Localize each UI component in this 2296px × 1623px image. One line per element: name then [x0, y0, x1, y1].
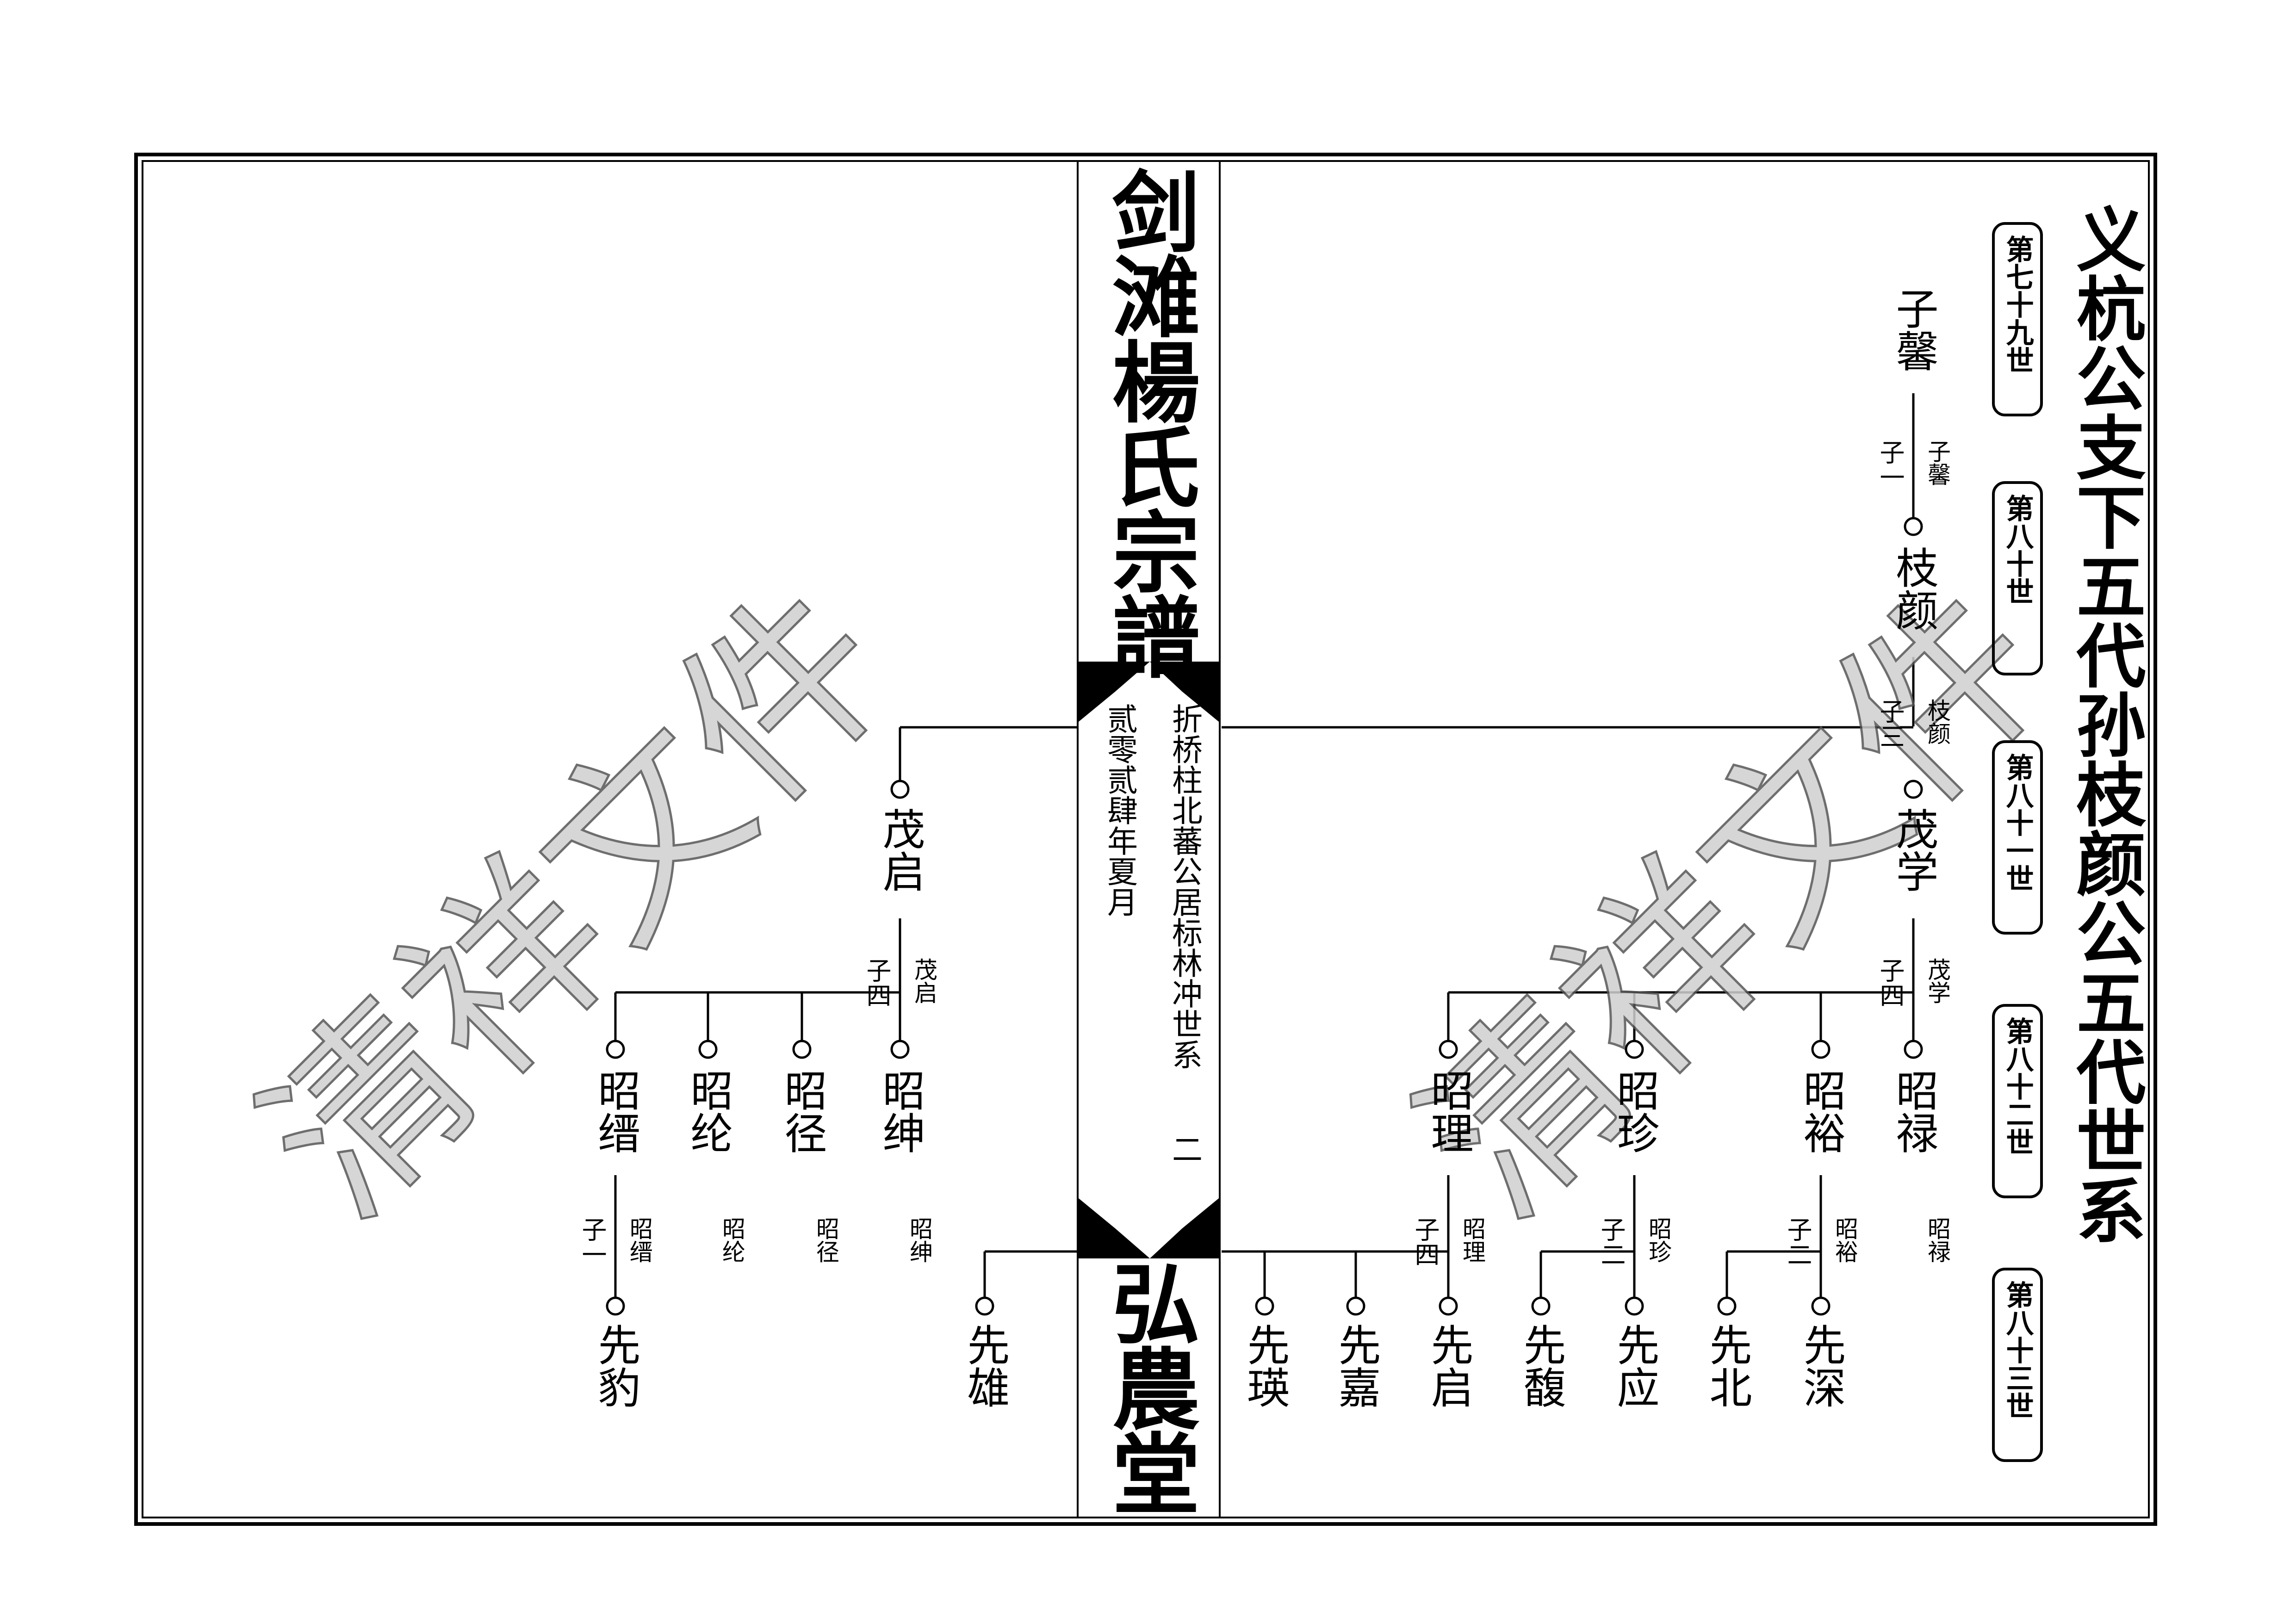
generation-badge-80: 第八十世 [1992, 481, 2043, 675]
person-zhaozhen: 昭珍 [1610, 1069, 1659, 1154]
person-xianshen: 先深 [1796, 1323, 1846, 1408]
person-zhaoli: 昭理 [1424, 1069, 1473, 1154]
hall-name: 弘農堂 [1097, 1258, 1200, 1514]
gloss-maoqi: 茂启 [911, 958, 937, 1004]
person-xianbei: 先北 [1702, 1323, 1752, 1408]
person-maoxue: 茂学 [1889, 807, 1938, 892]
generation-badge-83: 第八十三世 [1992, 1268, 2043, 1462]
page-title: 义杭公支下五代孙枝颜公五代世系 [2065, 204, 2146, 1245]
relation-zhaoyu: 子二 [1783, 1217, 1812, 1267]
person-xianying2: 先瑛 [1240, 1323, 1290, 1408]
gloss-zhaoli: 昭理 [1459, 1217, 1486, 1263]
person-xianfu: 先馥 [1516, 1323, 1566, 1408]
gloss-zhiyan: 枝颜 [1924, 699, 1951, 745]
person-zhaojin: 昭缙 [591, 1069, 640, 1154]
gloss-zhaozhen: 昭珍 [1645, 1217, 1672, 1263]
relation-zhiyan: 子三 [1875, 699, 1905, 749]
gloss-zhaoshen: 昭绅 [906, 1217, 933, 1263]
person-zixin: 子馨 [1889, 287, 1938, 372]
person-xianying: 先应 [1610, 1323, 1659, 1408]
person-xianqi: 先启 [1424, 1323, 1473, 1408]
relation-zixin: 子一 [1875, 440, 1905, 489]
book-spine [1077, 160, 1221, 1518]
branch-line: 折桥柱北蕃公居标林冲世系 [1167, 703, 1203, 1070]
generation-badge-82: 第八十二世 [1992, 1004, 2043, 1198]
spine-ornament-top [1079, 662, 1219, 722]
generation-badge-79: 第七十九世 [1992, 222, 2043, 416]
spine-ornament-bottom [1079, 1198, 1219, 1258]
person-zhaoshen: 昭绅 [875, 1069, 925, 1154]
relation-maoxue: 子四 [1875, 958, 1905, 1008]
gloss-zhaoyu: 昭裕 [1831, 1217, 1858, 1263]
outer-border [134, 153, 2157, 1526]
relation-zhaozhen: 子二 [1596, 1217, 1626, 1267]
page-number: 二 [1167, 1134, 1203, 1164]
compile-date: 贰零贰肆年夏月 [1102, 703, 1138, 917]
gloss-zhaojin: 昭缙 [626, 1217, 653, 1263]
gloss-zhaojing: 昭径 [813, 1217, 839, 1263]
person-xianxiong: 先雄 [960, 1323, 1010, 1408]
person-zhaojing: 昭径 [777, 1069, 827, 1154]
gloss-zhaolu: 昭禄 [1924, 1217, 1951, 1263]
person-zhaolun: 昭纶 [683, 1069, 733, 1154]
person-xianbao: 先豹 [591, 1323, 640, 1408]
relation-maoqi: 子四 [862, 958, 891, 1008]
person-maoqi: 茂启 [875, 807, 925, 892]
inner-border [142, 160, 2150, 1518]
generation-badge-81: 第八十一世 [1992, 740, 2043, 935]
person-zhiyan: 枝颜 [1889, 546, 1938, 631]
person-zhaoyu: 昭裕 [1796, 1069, 1846, 1154]
relation-zhaojin: 子一 [577, 1217, 607, 1267]
relation-zhaoli: 子四 [1410, 1217, 1440, 1267]
genealogy-title: 剑滩楊氏宗譜 [1097, 167, 1200, 677]
gloss-maoxue: 茂学 [1924, 958, 1951, 1004]
gloss-zhaolun: 昭纶 [719, 1217, 745, 1263]
person-xianjia: 先嘉 [1331, 1323, 1381, 1408]
person-zhaolu: 昭禄 [1889, 1069, 1938, 1154]
gloss-zixin: 子馨 [1924, 440, 1951, 486]
